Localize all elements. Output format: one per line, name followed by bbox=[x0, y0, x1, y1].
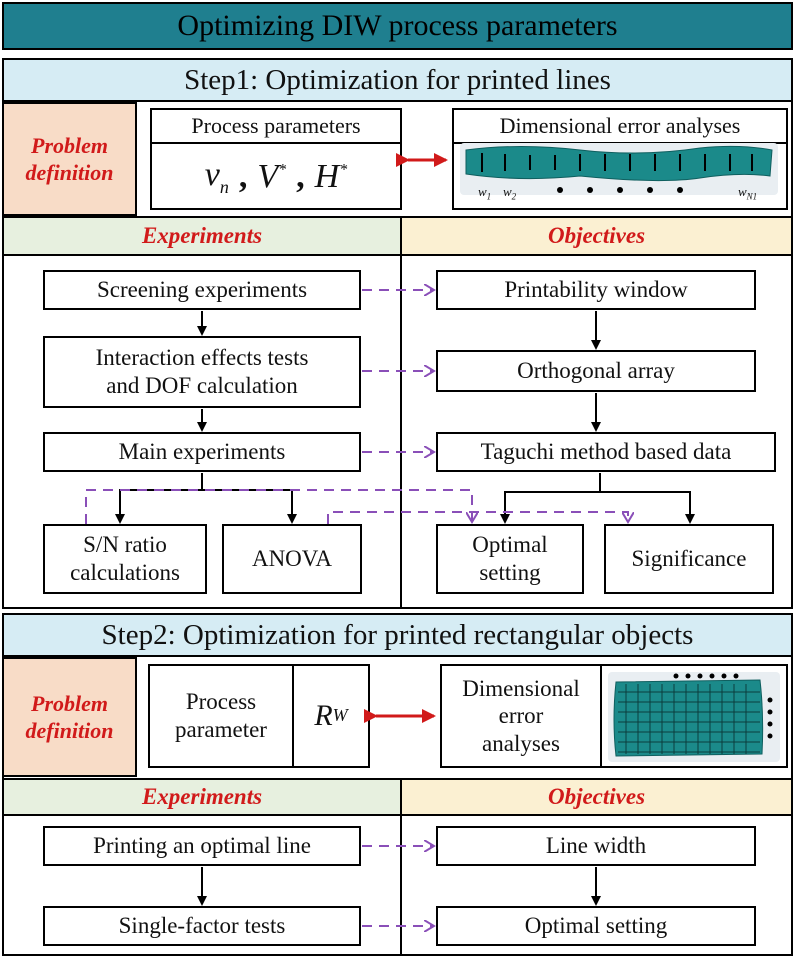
screening-experiments-box: Screening experiments bbox=[43, 270, 361, 310]
step2-problem-definition-label: Problem definition bbox=[2, 657, 137, 777]
step2-dimensional-error-label: Dimensional error analyses bbox=[442, 666, 602, 766]
rectangular-specimen-grid bbox=[608, 672, 780, 762]
step1-experiments-text: Experiments bbox=[141, 223, 263, 248]
taguchi-data-box: Taguchi method based data bbox=[436, 432, 776, 472]
step1-header-text: Step1: Optimization for printed lines bbox=[184, 63, 611, 96]
arrow-taguchi-to-significance bbox=[600, 491, 695, 524]
sn-ratio-box: S/N ratio calculations bbox=[43, 524, 207, 594]
main-experiments-box: Main experiments bbox=[43, 432, 361, 472]
step1-process-parameters-header: Process parameters bbox=[152, 110, 400, 144]
label-wn: wN1 bbox=[738, 184, 758, 202]
step2-problem-definition-text: Problem definition bbox=[25, 690, 114, 744]
interaction-effects-box: Interaction effects tests and DOF calcul… bbox=[43, 336, 361, 408]
orthogonal-array-box: Orthogonal array bbox=[436, 350, 756, 392]
printability-window-box: Printability window bbox=[436, 270, 756, 310]
dashed-anova-to-significance bbox=[327, 511, 628, 524]
step2-experiments-label: Experiments bbox=[2, 778, 402, 816]
significance-box: Significance bbox=[604, 524, 774, 594]
page-title: Optimizing DIW process parameters bbox=[2, 2, 793, 50]
param-separator: , bbox=[296, 157, 305, 195]
dashed-sn-to-optimal bbox=[85, 489, 472, 524]
param-vn: vn bbox=[204, 156, 229, 198]
label-w1: w1 bbox=[478, 184, 492, 202]
printing-optimal-line-box: Printing an optimal line bbox=[43, 826, 361, 866]
step2-optimal-setting-box: Optimal setting bbox=[436, 906, 756, 946]
optimal-setting-box: Optimal setting bbox=[436, 524, 584, 594]
step1-header: Step1: Optimization for printed lines bbox=[2, 58, 793, 102]
step2-header-text: Step2: Optimization for printed rectangu… bbox=[101, 618, 694, 651]
param-H: H* bbox=[314, 157, 348, 195]
arrow-taguchi-to-optimal bbox=[500, 473, 601, 524]
step1-experiments-label: Experiments bbox=[2, 216, 402, 256]
step2-objectives-label: Objectives bbox=[400, 778, 793, 816]
step2-process-parameter-label: Process parameter bbox=[150, 666, 294, 766]
line-width-box: Line width bbox=[436, 826, 756, 866]
arrow-main-to-sn bbox=[115, 473, 203, 524]
step1-problem-definition-text: Problem definition bbox=[25, 132, 114, 186]
label-w2: w2 bbox=[503, 184, 517, 202]
printed-line-specimen bbox=[460, 143, 778, 195]
step1-process-parameters-text: Process parameters bbox=[191, 112, 361, 138]
single-factor-tests-box: Single-factor tests bbox=[43, 906, 361, 946]
step1-process-parameters-box: Process parameters vn , V* , H* bbox=[150, 108, 402, 210]
anova-box: ANOVA bbox=[222, 524, 362, 594]
page-title-text: Optimizing DIW process parameters bbox=[177, 9, 618, 42]
step1-dimensional-error-text: Dimensional error analyses bbox=[499, 112, 741, 138]
step1-problem-definition-label: Problem definition bbox=[2, 102, 137, 216]
step1-objectives-text: Objectives bbox=[547, 223, 646, 248]
arrow-main-to-anova bbox=[202, 489, 297, 524]
param-V: V* bbox=[257, 157, 287, 195]
step2-header: Step2: Optimization for printed rectangu… bbox=[2, 613, 793, 657]
step1-parameter-symbols: vn , V* , H* bbox=[152, 144, 400, 210]
step1-objectives-label: Objectives bbox=[400, 216, 793, 256]
param-separator: , bbox=[238, 157, 248, 195]
